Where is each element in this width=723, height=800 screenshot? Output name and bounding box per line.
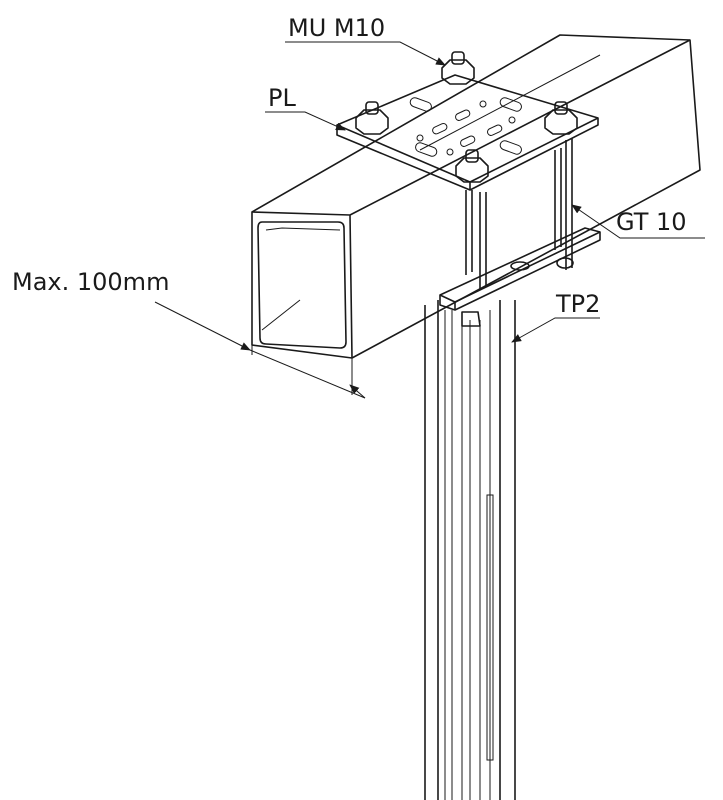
aluminium-profile-column bbox=[424, 300, 516, 800]
threaded-rods bbox=[465, 138, 573, 290]
dimension-max-100mm bbox=[154, 301, 366, 399]
label-top-plate: TP2 bbox=[555, 290, 600, 318]
label-nut: MU M10 bbox=[288, 14, 385, 42]
label-max-dimension: Max. 100mm bbox=[12, 268, 169, 296]
top-plate-tp2 bbox=[439, 227, 601, 311]
leader-mu-m10 bbox=[285, 41, 446, 66]
leader-tp2 bbox=[511, 317, 600, 343]
leader-gt10 bbox=[571, 204, 705, 239]
square-tube-beam bbox=[251, 34, 701, 359]
nuts-mu-m10 bbox=[355, 51, 578, 183]
label-plate: PL bbox=[268, 84, 296, 112]
leader-pl bbox=[265, 111, 346, 131]
mounting-plate-pl bbox=[336, 74, 599, 191]
label-threaded-rod: GT 10 bbox=[616, 208, 687, 236]
